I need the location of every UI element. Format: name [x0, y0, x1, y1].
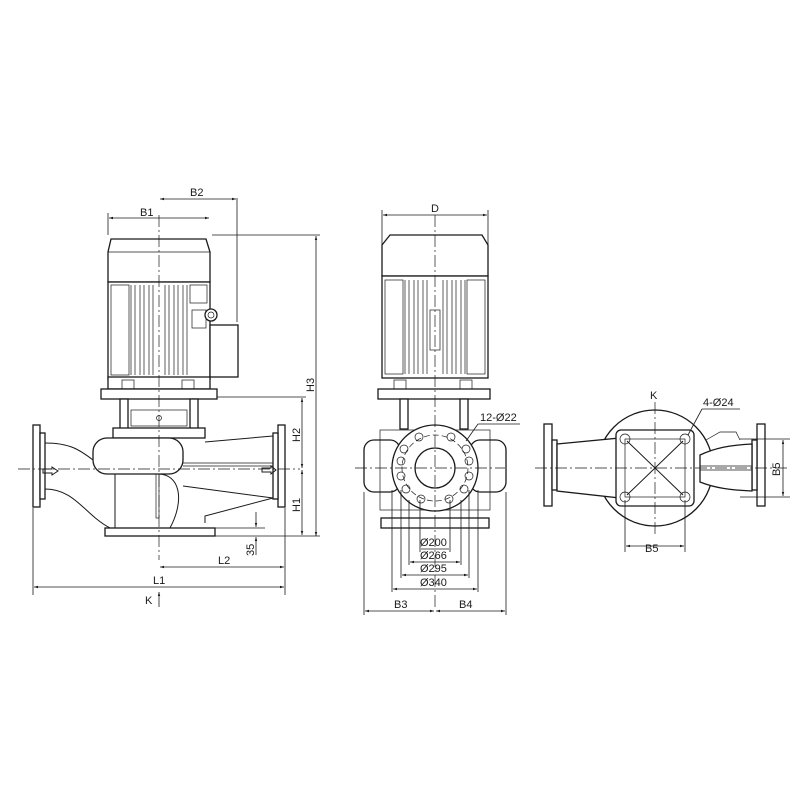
- front-view: D 12-Ø22 Ø200 Ø266 Ø295 Ø340: [355, 203, 520, 615]
- top-dimensions: K 4-Ø24 B5 B5: [624, 390, 790, 555]
- dim-b3: B3: [394, 599, 407, 611]
- dim-h2: H2: [291, 428, 303, 442]
- flange-holes-label: 12-Ø22: [480, 412, 517, 424]
- motor: [107, 238, 239, 390]
- dim-l2: L2: [218, 555, 230, 567]
- dim-b1: B1: [140, 207, 153, 219]
- front-dimensions: D 12-Ø22 Ø200 Ø266 Ø295 Ø340: [363, 203, 520, 615]
- dim-l1: L1: [153, 575, 165, 587]
- dim-b5-horizontal: B5: [645, 543, 658, 555]
- dim-d200: Ø200: [420, 537, 447, 549]
- motor-front: [377, 234, 491, 400]
- plate-holes-label: 4-Ø24: [703, 397, 734, 409]
- dim-b2: B2: [190, 187, 203, 199]
- side-view: B1 B2 H3 H2 H1 35 L2: [18, 187, 320, 607]
- dim-d: D: [431, 203, 439, 215]
- view-k-label: K: [145, 595, 153, 607]
- view-k-top-label: K: [650, 390, 658, 402]
- dim-35: 35: [245, 544, 257, 556]
- side-dimensions: B1 B2 H3 H2 H1 35 L2: [32, 187, 320, 607]
- dim-d295: Ø295: [420, 563, 447, 575]
- dim-h3: H3: [305, 378, 317, 392]
- pump-casing: [32, 424, 286, 537]
- dim-b5-vertical: B5: [771, 463, 783, 476]
- dim-d266: Ø266: [420, 550, 447, 562]
- dim-h1: H1: [291, 498, 303, 512]
- top-view: K 4-Ø24 B5 B5: [535, 390, 790, 555]
- dim-b4: B4: [459, 599, 472, 611]
- dim-d340: Ø340: [420, 577, 447, 589]
